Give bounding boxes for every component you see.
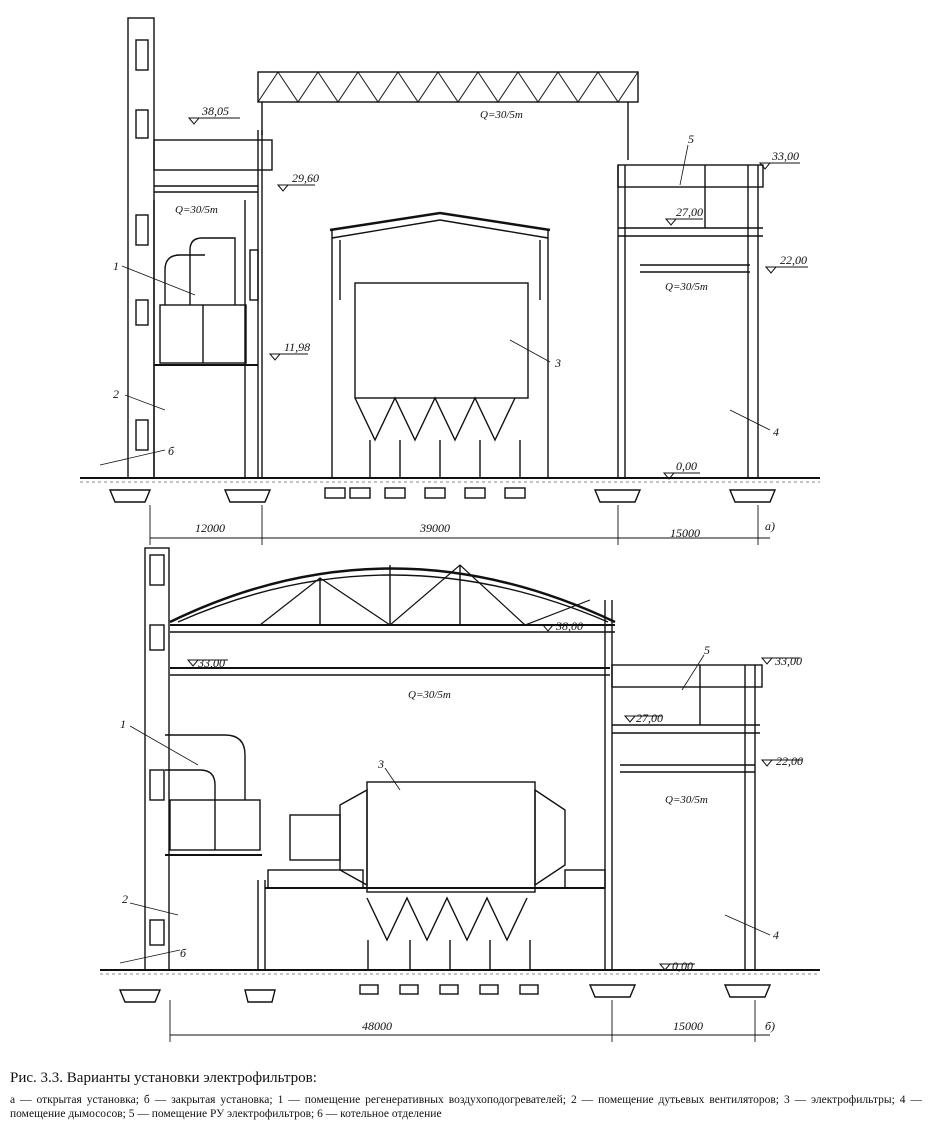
crane-label-b-2: Q=30/5т xyxy=(665,794,708,806)
dimension-a-2: 39000 xyxy=(419,521,450,535)
callout-a-2: 2 xyxy=(113,387,119,401)
callout-a-3: 3 xyxy=(554,356,561,370)
callout-b-5: 5 xyxy=(704,643,710,657)
caption-title: Рис. 3.3. Варианты установки электрофиль… xyxy=(10,1070,317,1086)
level-mark-a-6: 22,00 xyxy=(780,253,807,267)
level-mark-b-5: 22,00 xyxy=(776,754,803,768)
crane-label-a-2: Q=30/5т xyxy=(175,204,218,216)
boiler-house-b xyxy=(144,547,170,971)
smoke-exhauster-building-a xyxy=(617,164,764,478)
truss-bridge-a xyxy=(257,71,639,160)
dimension-line-b xyxy=(169,1000,770,1042)
callout-b-3: 3 xyxy=(377,757,384,771)
figure-tag-b: б) xyxy=(765,1019,775,1033)
callout-b-4: 4 xyxy=(773,928,779,942)
dimension-line-a xyxy=(149,505,770,545)
smoke-exhauster-building-b xyxy=(611,664,763,970)
crane-label-a-3: Q=30/5т xyxy=(665,281,708,293)
callout-a-6: б xyxy=(168,444,175,458)
callout-b-1: 1 xyxy=(120,717,126,731)
air-heater-b xyxy=(165,734,262,856)
level-mark-b-2: 33,00 xyxy=(197,656,225,670)
dimension-a-1: 12000 xyxy=(195,521,225,535)
level-mark-b-3: 33,00 xyxy=(774,654,802,668)
dimension-b-1: 48000 xyxy=(362,1019,392,1033)
level-mark-a-1: 38,05 xyxy=(201,104,229,118)
level-mark-b-6: 0,00 xyxy=(672,959,693,973)
figure-a xyxy=(80,17,820,545)
callout-a-4: 4 xyxy=(773,425,779,439)
level-mark-a-7: 0,00 xyxy=(676,459,697,473)
air-heater-building-a xyxy=(153,130,273,478)
callout-b-6: б xyxy=(180,946,187,960)
level-mark-a-3: 11,98 xyxy=(284,340,310,354)
level-mark-a-4: 33,00 xyxy=(771,149,799,163)
figure-b xyxy=(100,547,820,1042)
figure-caption: Рис. 3.3. Варианты установки электрофиль… xyxy=(10,1070,922,1121)
callout-a-1: 1 xyxy=(113,259,119,273)
dimension-a-3: 15000 xyxy=(670,526,700,540)
callout-b-2: 2 xyxy=(122,892,128,906)
drawing-area: 38,05 29,60 11,98 33,00 27,00 22,00 0,00… xyxy=(80,17,820,1042)
level-mark-b-1: 38,00 xyxy=(555,619,583,633)
caption-legend: а — открытая установка; б — закрытая уст… xyxy=(10,1094,922,1120)
callout-a-5: 5 xyxy=(688,132,694,146)
arched-roof-b xyxy=(169,564,616,633)
footings-b xyxy=(118,984,772,1003)
main-hall-b xyxy=(170,600,613,970)
boiler-house-a xyxy=(127,17,155,479)
crane-label-a-1: Q=30/5т xyxy=(480,109,523,121)
crane-label-b-1: Q=30/5т xyxy=(408,689,451,701)
electrofilter-b xyxy=(265,781,606,970)
level-mark-a-5: 27,00 xyxy=(676,205,703,219)
level-mark-a-2: 29,60 xyxy=(292,171,319,185)
level-mark-b-4: 27,00 xyxy=(636,711,663,725)
electrofilter-a xyxy=(329,211,551,478)
figure-tag-a: а) xyxy=(765,519,775,533)
footings-a xyxy=(108,487,777,503)
dimension-b-2: 15000 xyxy=(673,1019,703,1033)
